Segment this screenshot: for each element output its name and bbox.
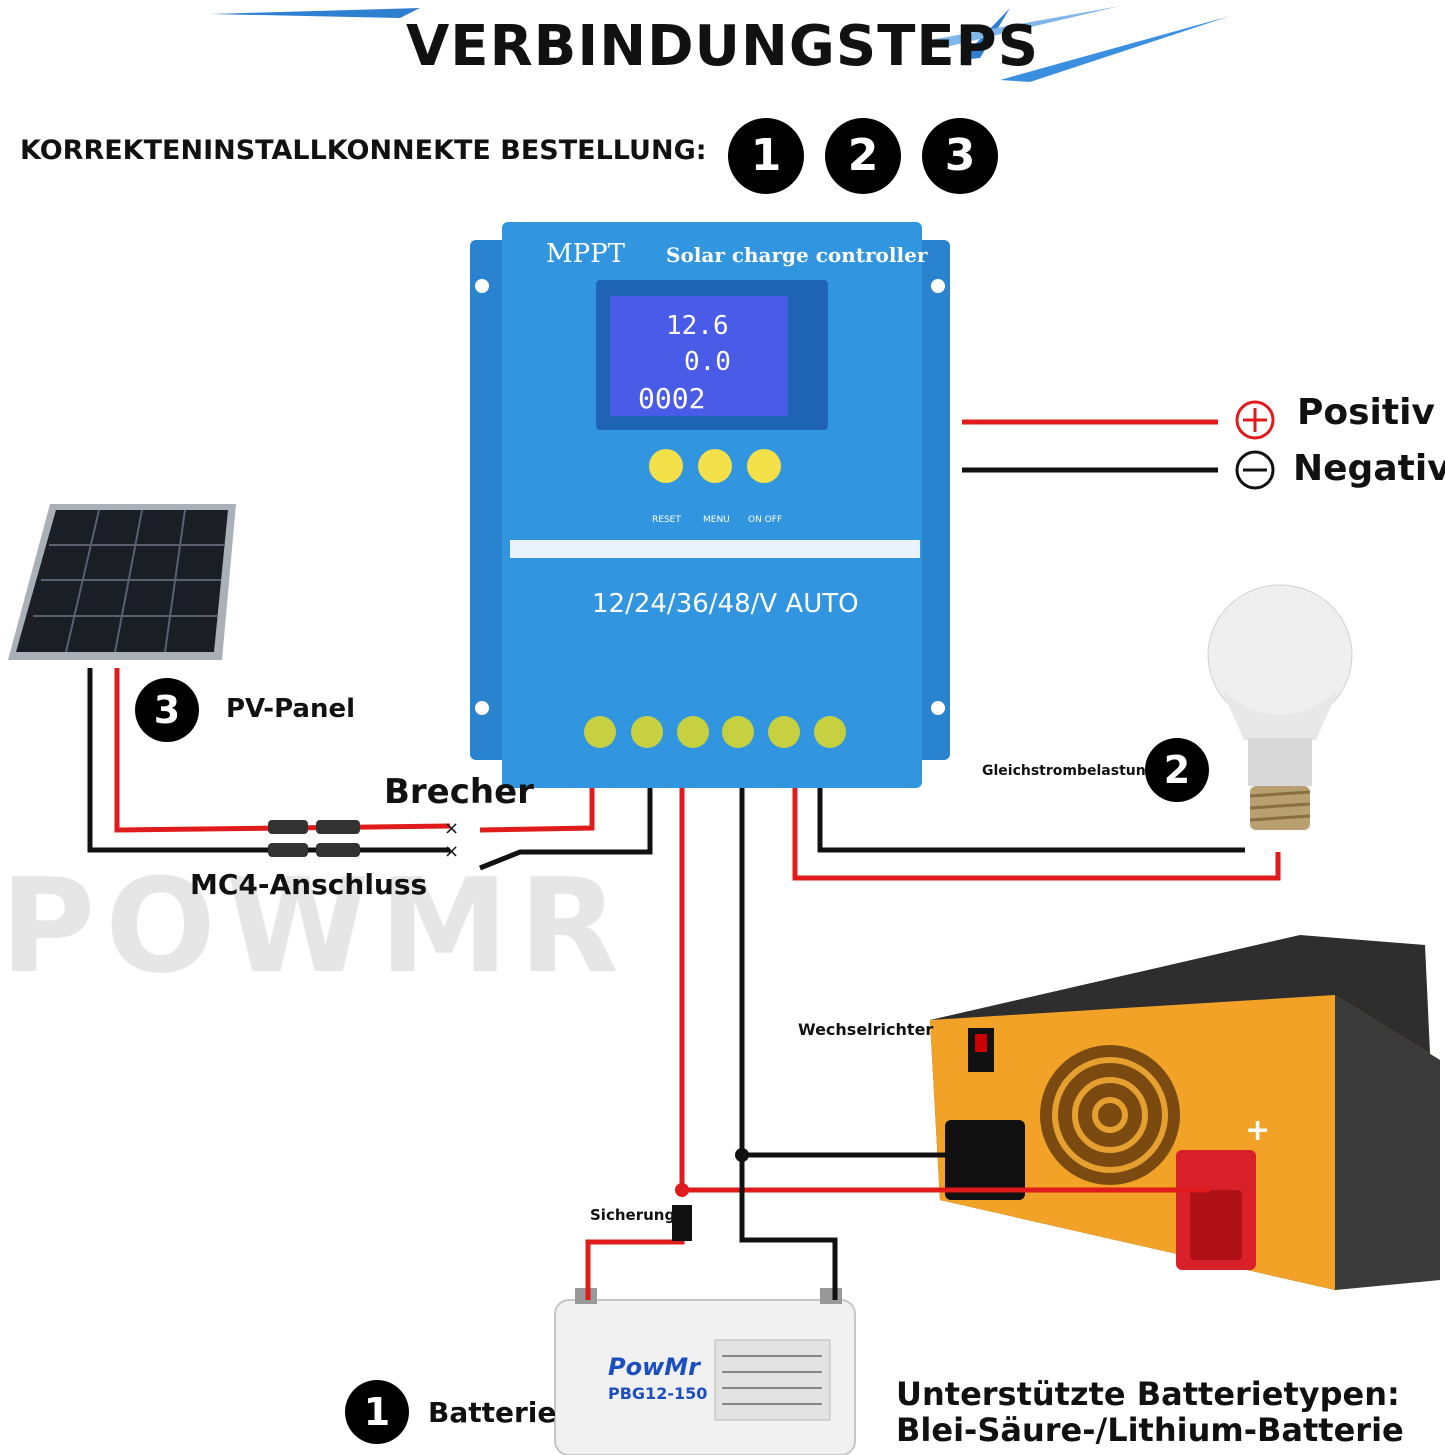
dc-load-label: Gleichstrombelastung — [982, 763, 1156, 779]
controller-brand: MPPT — [546, 239, 626, 269]
lcd-time: 0002 — [638, 382, 705, 415]
svg-text:×: × — [444, 818, 459, 839]
light-bulb — [1207, 584, 1353, 830]
mc4-connector-icons: × × — [268, 818, 459, 862]
controller-name: Solar charge controller — [666, 243, 928, 267]
order-badge-2: 2 — [825, 118, 901, 194]
inverter-label: Wechselrichter — [798, 1020, 934, 1039]
plus-circle-icon — [1235, 400, 1275, 440]
battery-label: Batterie — [428, 1396, 557, 1429]
lcd-current: 0.0 — [684, 347, 731, 377]
mc4-label: MC4-Anschluss — [190, 868, 428, 901]
negative-label: Negativ — [1293, 448, 1445, 489]
menu-button-label: MENU — [703, 515, 730, 525]
install-order-label: KORREKTENINSTALLKONNEKTE BESTELLUNG: — [20, 135, 707, 166]
lcd-voltage: 12.6 — [666, 311, 729, 341]
positive-label: Positiv — [1297, 392, 1435, 433]
load-step-badge: 2 — [1145, 738, 1209, 802]
page-title: VERBINDUNGSTEPS — [405, 14, 1040, 79]
battery-brand: PowMr — [608, 1353, 700, 1381]
order-badge-3: 3 — [922, 118, 998, 194]
pv-step-badge: 3 — [135, 678, 199, 742]
watermark-text: POWMR — [0, 850, 629, 1002]
fuse-icon — [672, 1205, 692, 1241]
pv-panel-label: PV-Panel — [226, 694, 356, 724]
voltage-label: 12/24/36/48/V AUTO — [592, 589, 859, 619]
order-badge-1: 1 — [728, 118, 804, 194]
battery — [554, 1288, 856, 1455]
fuse-label: Sicherung — [590, 1206, 676, 1224]
mppt-controller: MPPT Solar charge controller 12.6 0.0 00… — [470, 222, 950, 788]
load-wires — [792, 788, 1281, 881]
minus-circle-icon — [1235, 450, 1275, 490]
reset-button-label: RESET — [652, 515, 681, 525]
battery-wires — [585, 788, 1210, 1300]
battery-model: PBG12-150 — [608, 1384, 708, 1403]
battery-types-line2: Blei-Säure-/Lithium-Batterie — [896, 1411, 1404, 1449]
breaker-label: Brecher — [384, 772, 534, 812]
header-swoosh-decoration — [210, 6, 1230, 82]
battery-types-line1: Unterstützte Batterietypen: — [896, 1375, 1400, 1413]
terminal-screws — [584, 716, 846, 748]
svg-text:+: + — [1245, 1113, 1270, 1148]
battery-step-badge: 1 — [345, 1380, 409, 1444]
onoff-button-label: ON OFF — [748, 515, 782, 525]
solar-panel — [8, 504, 236, 660]
inverter: + — [930, 935, 1440, 1290]
svg-text:×: × — [444, 841, 459, 862]
